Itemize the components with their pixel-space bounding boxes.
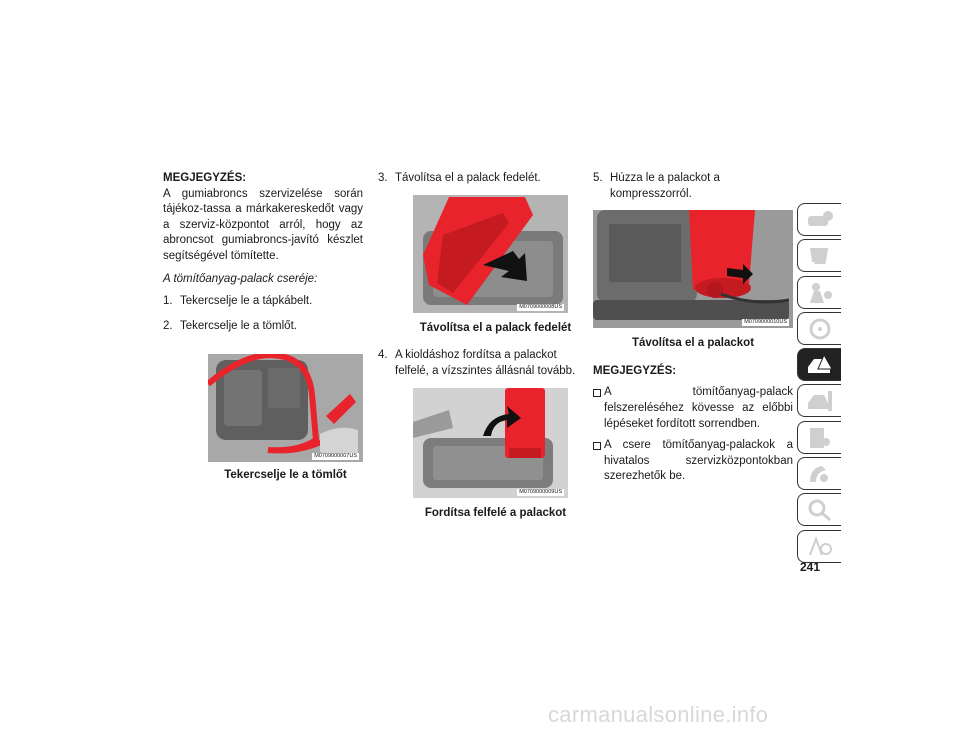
figure-code: M0709000010US <box>742 319 789 327</box>
bottle-turn-illustration <box>413 388 568 499</box>
safety-icon <box>810 282 832 303</box>
figure-remove-cap: M0709000008US <box>413 194 568 313</box>
figure-caption: Tekercselje le a tömlőt <box>224 469 347 482</box>
figure-caption: Fordítsa felfelé a palackot <box>424 507 567 520</box>
step-number: 5. <box>593 172 603 184</box>
note-heading: MEGJEGYZÉS: <box>593 364 677 377</box>
car-info-icon <box>808 211 833 226</box>
steering-wheel-icon <box>809 318 831 340</box>
note-bullet-2: A csere tömítőanyag-palackok a hivatalos… <box>593 438 793 485</box>
tab-service[interactable] <box>797 384 841 418</box>
section-subheading: A tömítőanyag-palack cseréje: <box>163 272 318 285</box>
note-heading: MEGJEGYZÉS: <box>163 172 247 184</box>
checkbox-bullet-icon <box>593 385 604 432</box>
step-2: 2. Tekercselje le a tömlőt. <box>163 319 363 335</box>
step-text: Húzza le a palackot a kompresszorról. <box>610 172 720 200</box>
tab-language[interactable] <box>797 529 841 563</box>
step-text: Távolítsa el a palack fedelét. <box>395 172 541 184</box>
tab-multimedia[interactable] <box>797 457 841 491</box>
tab-search[interactable] <box>797 493 841 527</box>
note-bullet-1: A tömítőanyag-palack felszereléséhez köv… <box>593 385 793 432</box>
step-4: 4. A kioldáshoz fordítsa a palackot felf… <box>378 348 578 379</box>
tab-specifications[interactable] <box>797 420 841 454</box>
watermark: carmanualsonline.info <box>548 702 769 727</box>
column-2: 3. Távolítsa el a palack fedelét. M07090… <box>378 171 578 532</box>
figure-turn-bottle: M0709000009US <box>413 388 568 499</box>
figure-caption: Távolítsa el a palack fedelét <box>419 321 572 334</box>
checkbox-bullet-icon <box>593 438 604 485</box>
step-text: Tekercselje le a tápkábelt. <box>180 295 313 308</box>
step-1: 1. Tekercselje le a tápkábelt. <box>163 294 363 310</box>
tab-emergency[interactable] <box>797 348 841 382</box>
step-text: A kioldáshoz fordítsa a palackot felfelé… <box>395 349 576 377</box>
step-number: 4. <box>378 349 388 362</box>
figure-remove-bottle: M0709000010US <box>593 210 793 329</box>
column-3: 5. Húzza le a palackot a kompresszorról.… <box>593 171 793 491</box>
dashboard-warning-icon <box>810 248 828 265</box>
language-icon <box>809 535 832 556</box>
tab-steering[interactable] <box>797 311 841 345</box>
tab-dashboard-warning[interactable] <box>797 239 841 273</box>
column-1: MEGJEGYZÉS: A gumiabroncs szervizelése s… <box>163 171 363 494</box>
figure-code: M0709000008US <box>517 303 564 311</box>
figure-code: M0709000007US <box>312 453 359 461</box>
search-icon <box>808 499 831 522</box>
figure-caption: Távolítsa el a palackot <box>631 337 755 350</box>
step-number: 2. <box>163 319 173 332</box>
specifications-icon <box>810 427 830 448</box>
emergency-icon <box>808 354 833 374</box>
hose-illustration <box>208 354 363 463</box>
tab-car-info[interactable] <box>797 203 841 236</box>
step-number: 1. <box>163 295 173 308</box>
figure-unwind-hose: M0709000007US <box>208 354 363 463</box>
step-number: 3. <box>378 172 388 184</box>
page-number: 241 <box>800 560 821 574</box>
chapter-tabs <box>797 203 841 566</box>
step-5: 5. Húzza le a palackot a kompresszorról. <box>593 171 793 202</box>
tab-safety[interactable] <box>797 275 841 309</box>
step-3: 3. Távolítsa el a palack fedelét. <box>378 171 578 187</box>
service-car-icon <box>808 391 832 412</box>
bottle-remove-illustration <box>593 210 793 329</box>
multimedia-icon <box>810 466 828 483</box>
cap-illustration <box>413 194 568 313</box>
bullet-text: A csere tömítőanyag-palackok a hivatalos… <box>604 439 793 483</box>
step-text: Tekercselje le a tömlőt. <box>180 319 297 332</box>
note-text: A gumiabroncs szervizelése során tájékoz… <box>163 187 363 262</box>
bullet-text: A tömítőanyag-palack felszereléséhez köv… <box>604 386 793 430</box>
figure-code: M0709000009US <box>517 489 564 497</box>
